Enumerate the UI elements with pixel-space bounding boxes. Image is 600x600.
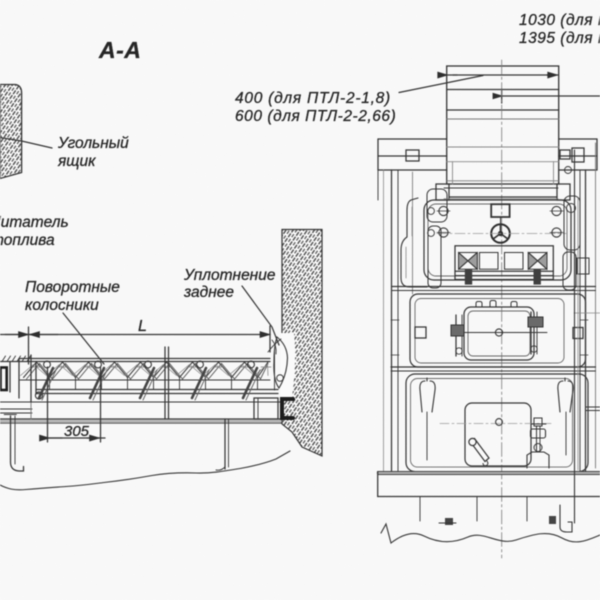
svg-text:ящик: ящик [57, 153, 96, 170]
svg-text:305: 305 [64, 423, 90, 440]
svg-text:Поворотные: Поворотные [25, 279, 120, 296]
svg-text:1030 (для ПТЛ-2: 1030 (для ПТЛ-2 [519, 12, 600, 29]
svg-text:L: L [138, 318, 147, 335]
svg-text:Угольный: Угольный [57, 135, 129, 152]
svg-text:Уплотнение: Уплотнение [183, 267, 276, 284]
svg-text:Питатель: Питатель [0, 214, 69, 231]
svg-text:заднее: заднее [183, 284, 234, 301]
svg-text:колосники: колосники [25, 297, 99, 314]
svg-text:А-А: А-А [98, 37, 141, 63]
svg-text:1395 (для ПТЛ-2: 1395 (для ПТЛ-2 [519, 30, 600, 47]
svg-text:топлива: топлива [0, 232, 55, 249]
svg-text:400 (для ПТЛ-2-1,8): 400 (для ПТЛ-2-1,8) [235, 90, 391, 107]
svg-text:600 (для ПТЛ-2-2,66): 600 (для ПТЛ-2-2,66) [235, 108, 396, 125]
